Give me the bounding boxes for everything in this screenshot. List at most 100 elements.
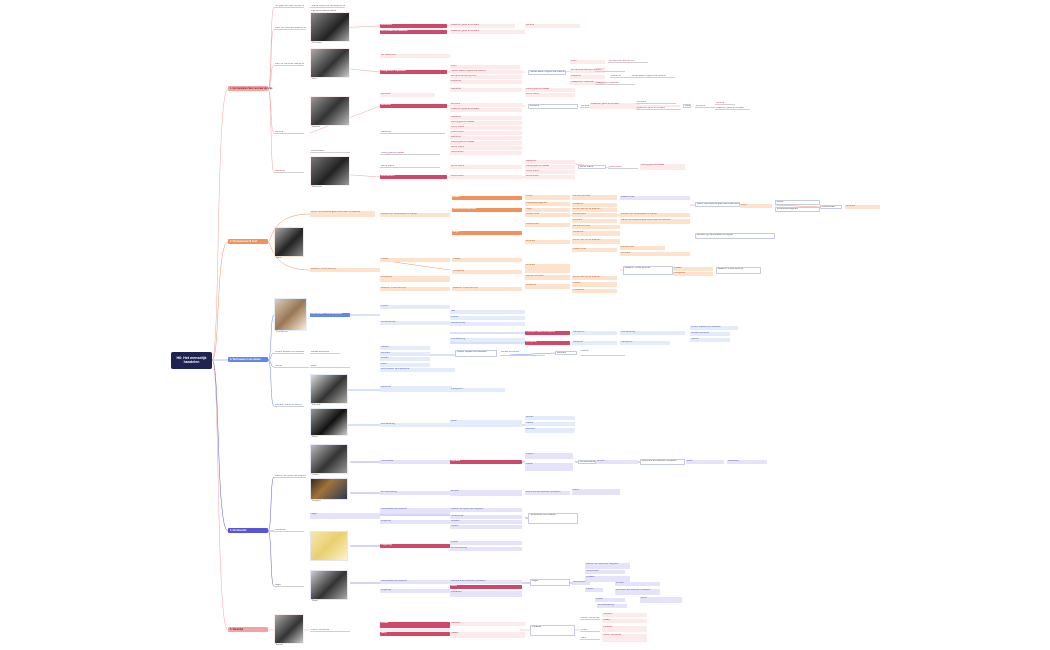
node[interactable]: Goede wil — [450, 80, 522, 84]
node[interactable]: Panopticon — [572, 331, 617, 335]
node[interactable]: Ubermensch — [310, 150, 350, 153]
node[interactable]: Opstand — [450, 460, 522, 464]
node[interactable]: Dualisme: geest en lichaam — [450, 108, 522, 112]
node[interactable]: Butler — [310, 365, 350, 368]
node[interactable]: De mens als doel op zich — [570, 69, 605, 73]
node[interactable]: Zelfmoord als filosofisch probleem — [640, 459, 685, 465]
node[interactable]: Keuze — [452, 196, 522, 200]
node[interactable]: Lévi-Strauss: structuralisme — [380, 368, 455, 372]
node[interactable]: Plicht — [570, 60, 605, 64]
node[interactable]: Rieux — [686, 460, 724, 464]
node[interactable]: Ambiguiteit — [673, 272, 713, 276]
main-topic-3[interactable]: 3. Vertrouwen in de cultuur — [228, 357, 268, 362]
node[interactable]: Kwade trouw — [525, 213, 570, 217]
node[interactable]: Vrijheid — [450, 525, 522, 529]
node[interactable]: Rieux — [450, 585, 522, 589]
node[interactable]: Verantwoordelijkheid — [452, 208, 522, 212]
main-topic-4[interactable]: 4. Het absurde — [228, 528, 268, 533]
node[interactable]: Spinoza — [525, 24, 580, 28]
node[interactable]: Butler — [450, 420, 522, 427]
node[interactable]: De pest — [596, 460, 638, 464]
node[interactable]: De ander — [572, 219, 617, 223]
node[interactable]: Authenticiteit — [820, 205, 842, 209]
node[interactable]: De ander — [525, 264, 570, 273]
node[interactable]: Cultuur bepaalt ons handelen — [274, 351, 304, 354]
node[interactable]: Ambiguiteit — [452, 270, 522, 274]
node[interactable]: Situatie — [380, 258, 450, 262]
node[interactable]: Handel alleen volgens die maxime — [450, 70, 522, 74]
node[interactable]: Kwade trouw — [620, 196, 690, 200]
node[interactable]: Verantwoordelijkheid — [775, 207, 820, 212]
node[interactable]: De vreemdeling — [380, 491, 450, 495]
node[interactable]: Het absurde — [450, 515, 522, 519]
node[interactable]: Keuze — [525, 195, 570, 200]
node[interactable]: Sociale structuren — [310, 351, 340, 354]
node[interactable]: Monisme — [380, 93, 435, 97]
node[interactable]: Nietzsche — [450, 88, 522, 92]
node[interactable]: Voorbij goed en kwaad — [450, 141, 522, 145]
node[interactable]: Blik van de ander — [572, 225, 620, 229]
node[interactable]: De ander — [525, 240, 570, 244]
node[interactable]: De pest — [450, 490, 522, 496]
node[interactable]: Voorbij goed en kwaad — [525, 165, 575, 169]
node[interactable]: Wil tot macht — [380, 165, 440, 168]
node[interactable]: Normalisering — [620, 331, 685, 335]
node[interactable]: Solidariteit — [274, 529, 304, 532]
node[interactable]: Mensen zijn veroordeeld tot vrijheid — [695, 233, 775, 239]
node[interactable]: De ander — [620, 252, 690, 256]
node[interactable]: Ubermensch — [450, 175, 522, 179]
node[interactable]: Wil tot macht — [450, 146, 522, 150]
node[interactable]: Dualisme: geest en lichaam — [450, 30, 525, 34]
node[interactable]: Passie — [595, 598, 625, 602]
node[interactable]: Pluraliteit — [530, 625, 575, 636]
main-topic-2[interactable]: 2. Het autonome Ik doel — [228, 239, 268, 244]
node[interactable]: Monisme — [450, 103, 522, 107]
node[interactable]: Kant: de mens als redelijk wezen — [274, 63, 304, 66]
node[interactable]: Mensen zijn veroordeeld tot vrijheid — [380, 213, 450, 217]
node[interactable]: Habitus — [690, 338, 730, 342]
node[interactable]: Bourdieu — [380, 352, 430, 356]
node[interactable]: Blik van de ander — [525, 275, 570, 280]
node[interactable]: Het absurde van buitenaf — [572, 581, 590, 585]
node[interactable]: Het absurde — [380, 460, 450, 464]
node[interactable]: Natality — [602, 619, 647, 623]
node[interactable]: Dualisme: geest en lichaam — [715, 107, 750, 110]
node[interactable]: Zelfmoord als filosofisch probleem — [615, 589, 660, 595]
node[interactable]: Blik van de ander — [572, 195, 617, 200]
node[interactable]: Zingeving — [380, 589, 450, 593]
node[interactable]: De pest — [615, 582, 660, 586]
node[interactable]: Normalisering — [380, 423, 450, 427]
node[interactable]: Ubermensch — [450, 151, 522, 155]
node[interactable]: Beauvoir: vrouw wordt je — [380, 287, 450, 291]
main-topic-5[interactable]: 5. Werkelijk — [228, 627, 268, 632]
node[interactable]: Wil tot macht — [578, 165, 606, 169]
node[interactable]: Panopticon — [620, 341, 670, 345]
node[interactable]: Zingeving — [380, 520, 450, 524]
node[interactable]: Wil tot macht — [450, 165, 522, 169]
node[interactable]: Spinoza — [580, 105, 590, 108]
node[interactable]: Keuze — [775, 200, 820, 205]
node[interactable]: Discipline — [380, 386, 452, 392]
node[interactable]: Descartes — [380, 24, 447, 28]
node[interactable]: Plicht — [595, 69, 625, 72]
node[interactable]: Voorbij goed en kwaad — [640, 164, 685, 170]
node[interactable]: Cultuur bepaalt ons handelen — [455, 350, 497, 357]
node[interactable]: Mensen zijn veroordeeld tot vrijheid — [620, 213, 690, 217]
node[interactable]: Schaamte — [572, 231, 620, 236]
node[interactable]: Zelfmoord als filosofisch probleem — [525, 491, 570, 495]
node[interactable]: Gender — [380, 357, 430, 361]
main-topic-1[interactable]: 1. Het handelen:Van Lier naar de vrije — [228, 86, 273, 91]
node[interactable]: Discipline — [525, 341, 570, 345]
node[interactable]: Angst — [525, 208, 570, 212]
node[interactable]: Categorisch imperatief — [380, 70, 447, 74]
node[interactable]: Dualisme: geest en lichaam — [450, 24, 515, 28]
node[interactable]: Beauvoir: vrouw wordt je — [623, 266, 673, 275]
node[interactable]: Nietzsche — [380, 131, 445, 134]
node[interactable]: De vreemdeling — [578, 460, 596, 464]
node[interactable]: Het lichaam als machine — [380, 30, 447, 34]
node[interactable]: Monisme — [695, 105, 715, 108]
node[interactable]: Zelfmoord als filosofisch probleem — [450, 580, 522, 584]
node[interactable]: Dualisme: geest en lichaam — [636, 107, 681, 110]
node[interactable]: Foucault: macht en kennis — [525, 331, 570, 335]
node[interactable]: Handel alleen volgens die maxime — [630, 75, 675, 78]
